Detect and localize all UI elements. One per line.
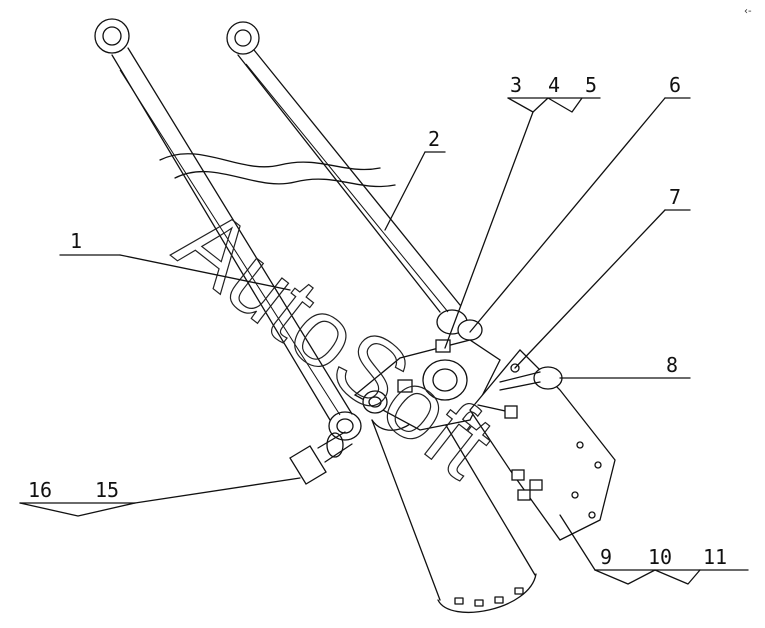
part-2-rod-right (226, 21, 468, 335)
leader-lines (19, 97, 749, 585)
callout-4: 4 (548, 73, 560, 97)
callout-6: 6 (669, 73, 681, 97)
callout-2: 2 (428, 127, 440, 151)
callout-1: 1 (70, 229, 82, 253)
callout-5: 5 (585, 73, 597, 97)
corner-mark: ‹- (744, 6, 752, 17)
callout-11: 11 (703, 545, 727, 569)
callout-15: 15 (95, 478, 119, 502)
callout-3: 3 (510, 73, 522, 97)
callout-8: 8 (666, 353, 678, 377)
part-1-rod-left (94, 18, 362, 441)
break-line (159, 153, 396, 188)
callout-9: 9 (600, 545, 612, 569)
small-bolts (477, 404, 518, 419)
part-15-16-bolt-washer (289, 431, 353, 485)
callout-7: 7 (669, 185, 681, 209)
mounting-plate (469, 349, 616, 541)
callout-10: 10 (648, 545, 672, 569)
callout-16: 16 (28, 478, 52, 502)
filter-head-bracket (353, 319, 501, 431)
